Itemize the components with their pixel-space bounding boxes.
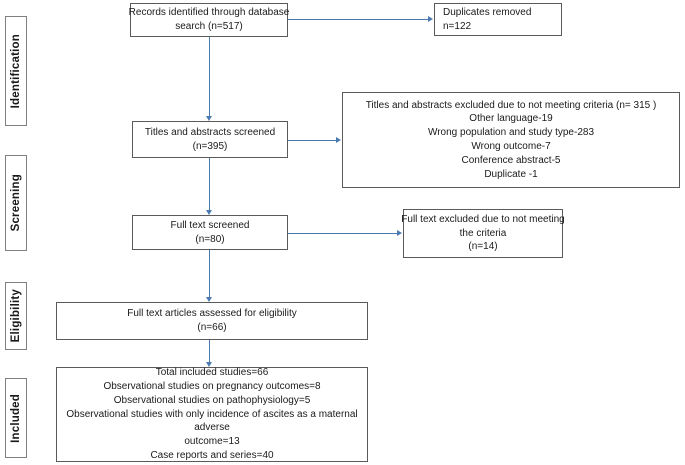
box-duplicates-removed: Duplicates removed n=122	[434, 3, 562, 36]
duplicates-removed-line2: n=122	[443, 20, 472, 32]
arrowhead-records-to-duplicates	[428, 15, 433, 22]
arrowhead-fulltext-to-excluded	[397, 229, 402, 236]
connector-eligibility-to-included	[209, 340, 210, 362]
fulltext-excluded-line1: Full text excluded due to not meeting	[401, 213, 565, 225]
records-identified-line1: Records identified through database	[128, 7, 290, 19]
titles-excluded-line6: Duplicate -1	[484, 168, 538, 180]
titles-screened-line1: Titles and abstracts screened	[144, 126, 276, 138]
titles-excluded-line3: Wrong population and study type-283	[427, 127, 595, 139]
eligibility-assessed-line1: Full text articles assessed for eligibil…	[127, 308, 297, 320]
stage-label-eligibility: Eligibility	[10, 289, 22, 343]
box-fulltext-screened: Full text screened (n=80)	[132, 215, 288, 250]
box-titles-screened: Titles and abstracts screened (n=395)	[132, 121, 288, 158]
arrowhead-titles-to-exclusions	[336, 136, 341, 143]
included-summary-line3: Observational studies on pathophysiology…	[113, 394, 311, 406]
box-eligibility-assessed: Full text articles assessed for eligibil…	[56, 302, 368, 340]
titles-screened-line2: (n=395)	[192, 140, 228, 152]
titles-excluded-line5: Conference abstract-5	[461, 154, 561, 166]
connector-records-to-duplicates	[288, 19, 428, 20]
eligibility-assessed-line2: (n=66)	[197, 322, 227, 333]
box-fulltext-excluded: Full text excluded due to not meeting th…	[401, 209, 565, 258]
stage-box-included: Included	[5, 378, 27, 458]
stage-label-screening: Screening	[10, 174, 22, 232]
included-summary-line4: Observational studies with only incidenc…	[66, 408, 358, 434]
arrowhead-records-to-titles	[205, 116, 212, 121]
stage-box-screening: Screening	[5, 155, 27, 251]
stage-box-identification: Identification	[5, 16, 27, 126]
titles-excluded-line1: Titles and abstracts excluded due to not…	[365, 99, 657, 111]
fulltext-screened-line2: (n=80)	[195, 233, 225, 245]
titles-excluded-line2: Other language-19	[469, 113, 553, 125]
box-included-summary: Total included studies=66 Observational …	[56, 367, 368, 462]
arrowhead-titles-to-fulltext	[205, 210, 212, 215]
duplicates-removed-line1: Duplicates removed	[443, 6, 532, 18]
stage-label-included: Included	[10, 393, 22, 443]
stage-label-identification: Identification	[10, 33, 22, 109]
fulltext-excluded-line2: the criteria	[459, 227, 507, 239]
box-records-identified: Records identified through database sear…	[128, 3, 290, 37]
included-summary-line1: Total included studies=66	[155, 367, 269, 379]
arrowhead-fulltext-to-eligibility	[205, 297, 212, 302]
stage-box-eligibility: Eligibility	[5, 282, 27, 350]
fulltext-excluded-line3: (n=14)	[468, 241, 498, 253]
included-summary-line6: Case reports and series=40	[150, 450, 274, 461]
records-identified-line2: search (n=517)	[175, 21, 243, 32]
fulltext-screened-line1: Full text screened	[170, 219, 250, 231]
included-summary-line5: outcome=13	[184, 436, 240, 448]
connector-fulltext-to-eligibility	[209, 250, 210, 297]
included-summary-line2: Observational studies on pregnancy outco…	[103, 381, 321, 393]
connector-records-to-titles	[209, 37, 210, 116]
arrowhead-eligibility-to-included	[205, 362, 212, 367]
connector-fulltext-to-excluded	[288, 233, 397, 234]
connector-titles-to-fulltext	[209, 158, 210, 210]
box-titles-excluded: Titles and abstracts excluded due to not…	[342, 92, 680, 188]
titles-excluded-line4: Wrong outcome-7	[471, 141, 551, 152]
connector-titles-to-exclusions	[288, 140, 336, 141]
